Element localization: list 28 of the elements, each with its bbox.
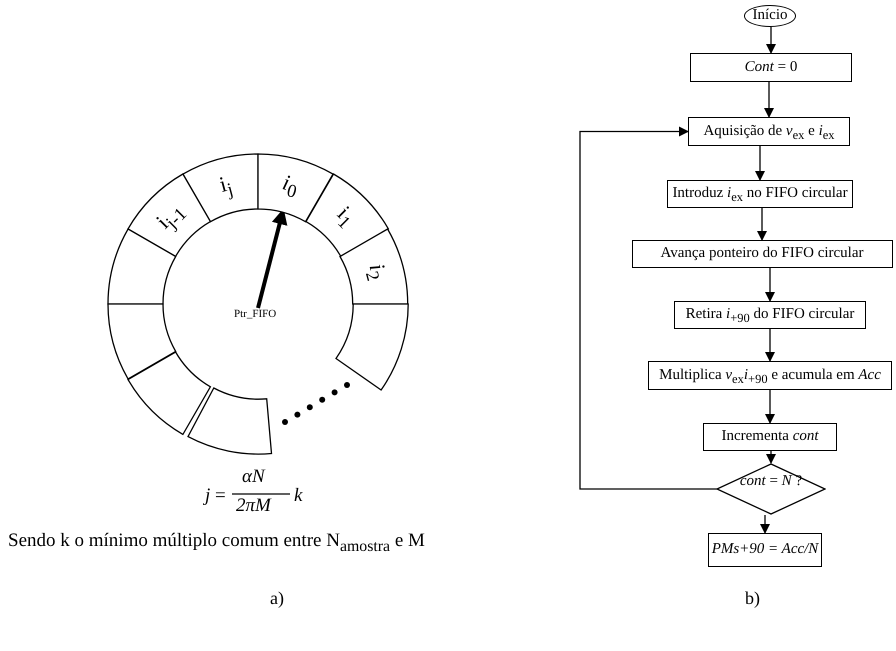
panel-label: a) (270, 588, 284, 609)
process-box: Avança ponteiro do FIFO circular (632, 240, 892, 268)
cell-label: i$_{j}$ (216, 170, 236, 202)
process-box: Introduz i$_{ex}$ no FIFO circular (667, 180, 853, 208)
start-terminal: Início (744, 5, 796, 27)
formula-text: k (294, 485, 302, 507)
arrow (755, 146, 765, 181)
pointer-label: Ptr_FIFO (234, 308, 276, 320)
process-box: Multiplica v$_{ex}$i$_{+90}$ e acumula em Acc (648, 361, 892, 390)
formula-text: j = (205, 485, 226, 507)
process-box: Aquisição de v$_{ex}$ e i$_{ex}$ (688, 117, 850, 146)
arrow (766, 27, 776, 54)
arrow (765, 268, 775, 302)
formula-denominator: 2πM (236, 495, 271, 517)
arrow (766, 451, 776, 464)
process-box: Retira i$_{+90}$ do FIFO circular (674, 301, 866, 329)
arrow (579, 126, 717, 490)
formula-numerator: αN (242, 466, 265, 488)
process-box: PMs+90 = Acc/N (708, 533, 822, 567)
arrow (765, 390, 775, 424)
note-text: Sendo k o mínimo múltiplo comum entre N$_{amostra}$ e M (8, 530, 425, 556)
process-box: Incrementa cont (703, 423, 837, 451)
arrow (760, 515, 770, 534)
arrow (765, 329, 775, 362)
arrow (764, 82, 774, 118)
arrow (757, 208, 767, 241)
panel-label: b) (745, 588, 760, 609)
process-box: Cont = 0 (690, 53, 852, 82)
